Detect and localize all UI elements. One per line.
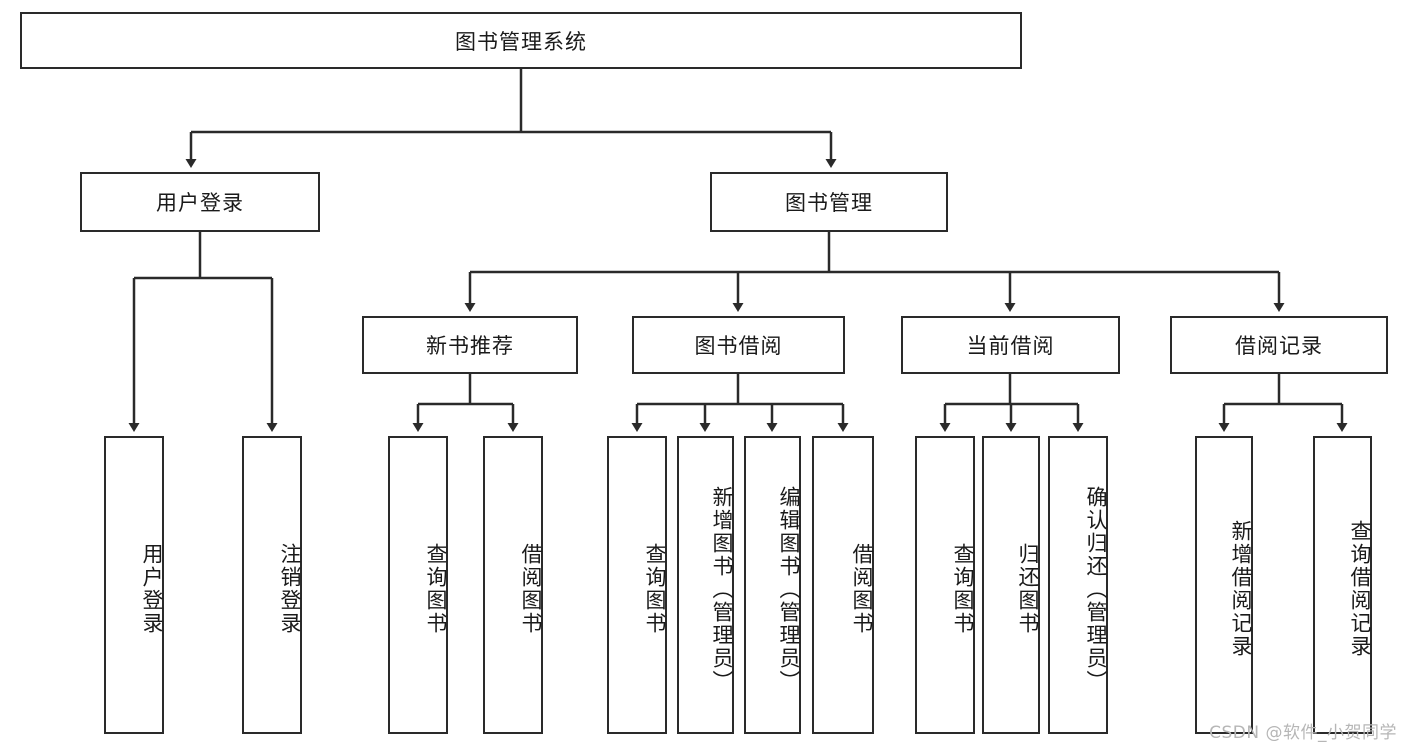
node-leaf-label: 借阅图书 — [519, 543, 543, 635]
node-leaf-return-book[interactable]: 归还图书 — [982, 436, 1040, 734]
node-root[interactable]: 图书管理系统 — [20, 12, 1022, 69]
node-leaf-label: 查询图书 — [951, 543, 975, 635]
node-leaf-label: 注销登录 — [278, 543, 302, 635]
node-user-login-label: 用户登录 — [156, 191, 244, 215]
node-leaf-label: 查询借阅记录 — [1348, 520, 1372, 658]
node-leaf-label: 新增借阅记录 — [1229, 520, 1253, 658]
node-leaf-label: 查询图书 — [424, 543, 448, 635]
node-leaf-confirm-return[interactable]: 确认归还（管理员） — [1048, 436, 1108, 734]
node-leaf-borrow-book[interactable]: 借阅图书 — [812, 436, 874, 734]
node-leaf-label: 用户登录 — [140, 543, 164, 635]
node-leaf-label: 确认归还（管理员） — [1084, 485, 1108, 693]
node-leaf-logout[interactable]: 注销登录 — [242, 436, 302, 734]
node-leaf-query-book[interactable]: 查询图书 — [607, 436, 667, 734]
watermark: CSDN @软件_小贺同学 — [1209, 723, 1397, 743]
node-new-book-recommend-label: 新书推荐 — [426, 334, 514, 358]
node-borrow-record[interactable]: 借阅记录 — [1170, 316, 1388, 374]
node-new-book-recommend[interactable]: 新书推荐 — [362, 316, 578, 374]
node-leaf-label: 编辑图书（管理员） — [777, 485, 801, 693]
node-borrow-record-label: 借阅记录 — [1235, 334, 1323, 358]
node-user-login[interactable]: 用户登录 — [80, 172, 320, 232]
node-leaf-edit-book[interactable]: 编辑图书（管理员） — [744, 436, 801, 734]
node-leaf-label: 新增图书（管理员） — [710, 485, 734, 693]
node-book-manage-label: 图书管理 — [785, 191, 873, 215]
node-leaf-add-book[interactable]: 新增图书（管理员） — [677, 436, 734, 734]
node-book-manage[interactable]: 图书管理 — [710, 172, 948, 232]
node-leaf-borrow-book-new[interactable]: 借阅图书 — [483, 436, 543, 734]
node-leaf-label: 借阅图书 — [850, 543, 874, 635]
node-book-borrow-label: 图书借阅 — [694, 334, 783, 358]
node-current-borrow[interactable]: 当前借阅 — [901, 316, 1120, 374]
node-leaf-query-book-cur[interactable]: 查询图书 — [915, 436, 975, 734]
node-book-borrow[interactable]: 图书借阅 — [632, 316, 845, 374]
node-leaf-user-login[interactable]: 用户登录 — [104, 436, 164, 734]
node-leaf-label: 归还图书 — [1016, 543, 1040, 635]
node-current-borrow-label: 当前借阅 — [966, 334, 1055, 358]
node-leaf-label: 查询图书 — [643, 543, 667, 635]
node-leaf-query-record[interactable]: 查询借阅记录 — [1313, 436, 1372, 734]
node-root-label: 图书管理系统 — [455, 29, 587, 54]
node-leaf-add-record[interactable]: 新增借阅记录 — [1195, 436, 1253, 734]
node-leaf-query-book-new[interactable]: 查询图书 — [388, 436, 448, 734]
